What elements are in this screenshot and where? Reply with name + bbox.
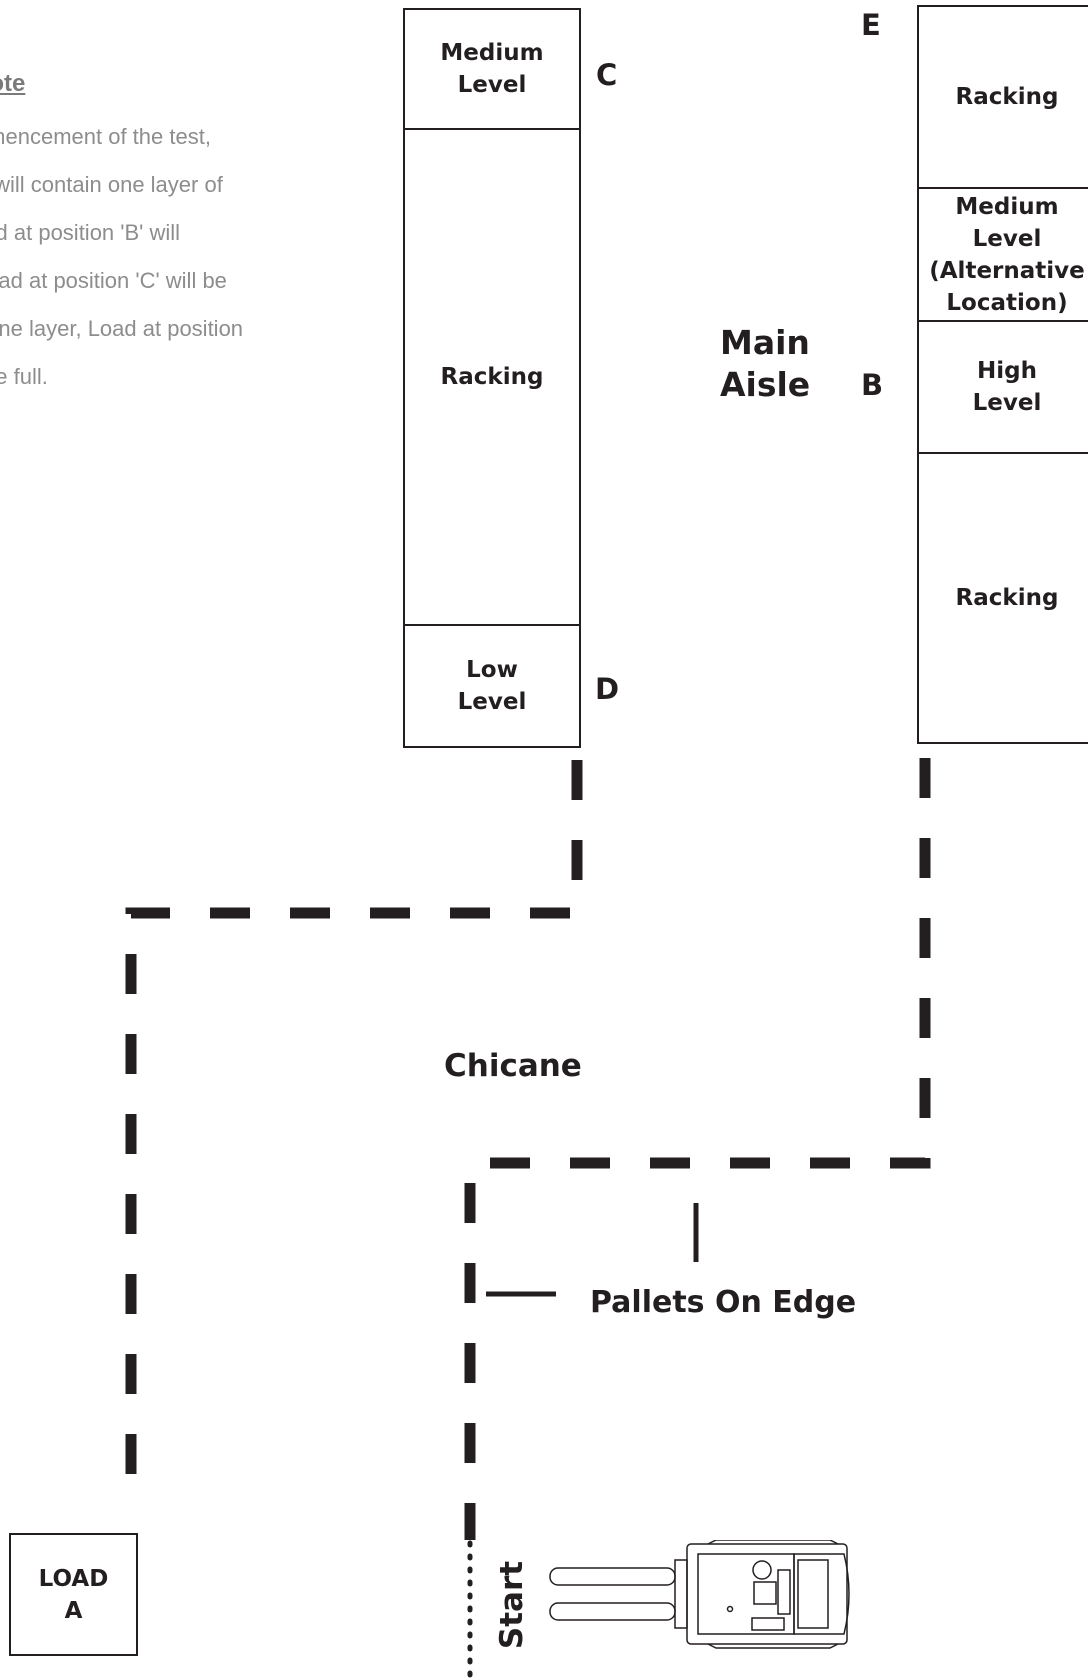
label-e: E [861, 8, 881, 42]
chicane-label: Chicane [444, 1048, 582, 1084]
left-racking: Racking [403, 128, 581, 626]
label-b: B [861, 368, 884, 402]
right-medium-level-alt: Medium Level (Alternative Location) [917, 187, 1088, 322]
route-from-d [125, 760, 583, 1513]
forklift-icon [549, 1540, 850, 1649]
right-high-level: High Level [917, 320, 1088, 454]
pallets-on-edge-label: Pallets On Edge [590, 1285, 857, 1320]
main-aisle-label: Main Aisle [720, 323, 811, 404]
note: Note At the commencement of the test, po… [0, 70, 330, 400]
left-medium-level: Medium Level [403, 8, 581, 130]
route-from-b [464, 758, 931, 1540]
load-a-box: LOAD A [9, 1533, 138, 1656]
label-c: C [596, 58, 618, 92]
note-line-2: position 'A' will contain one layer of [0, 172, 223, 197]
right-racking-bottom: Racking [917, 452, 1088, 744]
note-title: Note [0, 70, 26, 97]
note-line-3: pallets, Load at position 'B' will [0, 220, 181, 245]
right-racking-top: Racking [917, 5, 1088, 189]
note-line-6: 'D' will be full. [0, 364, 48, 389]
note-line-1: At the commencement of the test, [0, 124, 211, 149]
label-d: D [595, 672, 620, 706]
start-label: Start [494, 1560, 530, 1650]
note-line-4: be full, Load at position 'C' will be [0, 268, 227, 293]
note-line-5: loaded one layer, Load at position [0, 316, 244, 341]
left-low-level: Low Level [403, 624, 581, 748]
